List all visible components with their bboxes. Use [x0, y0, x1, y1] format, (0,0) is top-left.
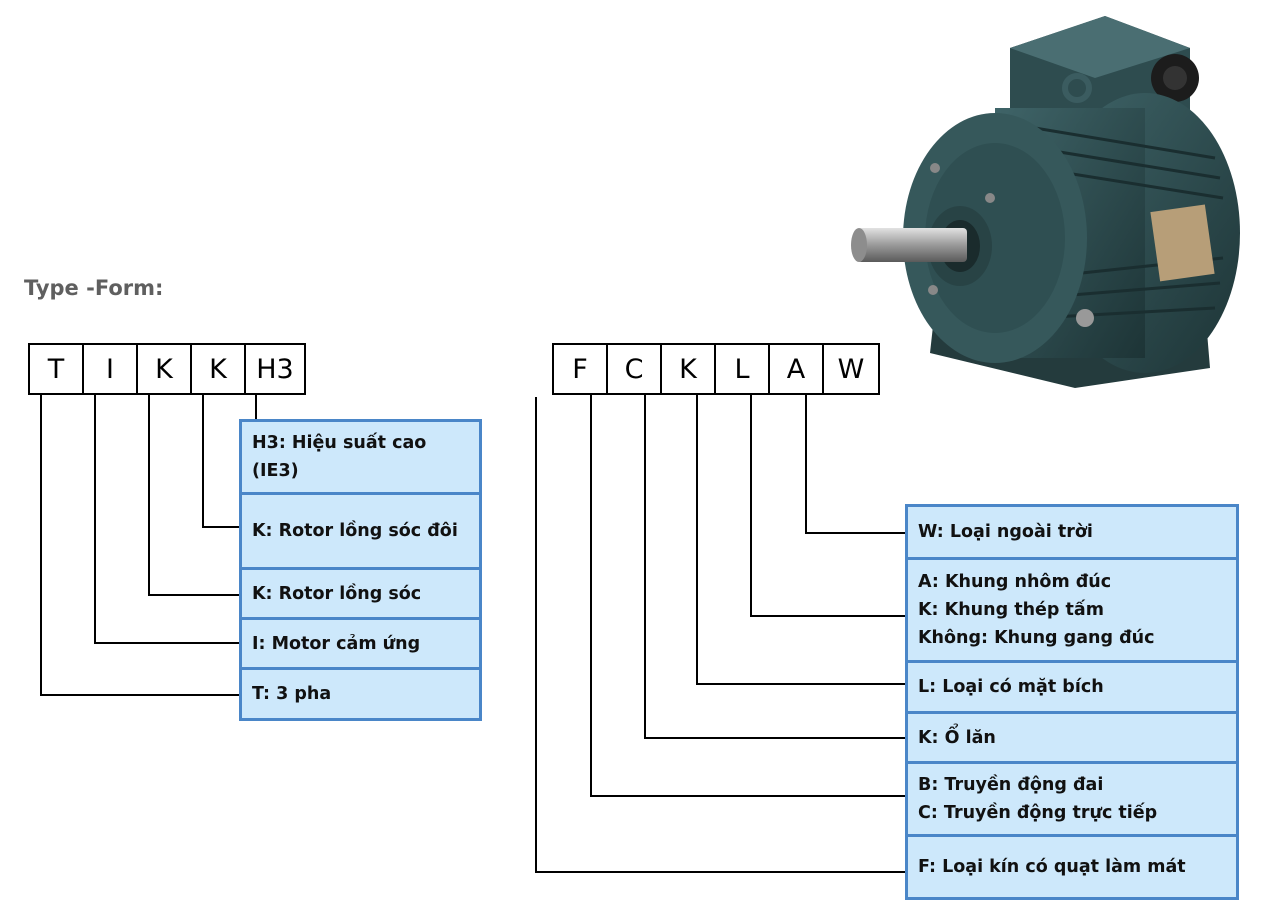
desc-k-double-cage-text: K: Rotor lồng sóc đôi	[252, 521, 458, 541]
code-letter-w: W	[822, 343, 880, 395]
page-title: Type -Form:	[24, 276, 164, 300]
connector-k2	[202, 395, 241, 528]
connector-w	[805, 395, 907, 534]
connector-l	[696, 395, 907, 685]
desc-bc-drive-text: B: Truyền động đai C: Truyền động trực t…	[918, 775, 1158, 823]
connector-i	[94, 395, 241, 644]
desc-i-induction-text: I: Motor cảm ứng	[252, 633, 421, 654]
connector-a	[750, 395, 907, 617]
desc-h3-text: H3: Hiệu suất cao (IE3)	[252, 433, 427, 481]
desc-f-enclosed: F: Loại kín có quạt làm mát	[905, 834, 1239, 900]
code-letter-h3: H3	[244, 343, 306, 395]
desc-k-cage: K: Rotor lồng sóc	[239, 567, 482, 620]
connector-c	[590, 395, 907, 797]
code-letter-c: C	[606, 343, 662, 395]
desc-a-frame-text: A: Khung nhôm đúc K: Khung thép tấm Khôn…	[918, 572, 1155, 648]
desc-bc-drive: B: Truyền động đai C: Truyền động trực t…	[905, 761, 1239, 837]
code-letter-k3: K	[660, 343, 716, 395]
desc-l-flange: L: Loại có mặt bích	[905, 660, 1239, 714]
code-letter-t: T	[28, 343, 84, 395]
desc-t-3phase: T: 3 pha	[239, 667, 482, 721]
desc-t-3phase-text: T: 3 pha	[252, 684, 332, 704]
desc-a-frame: A: Khung nhôm đúc K: Khung thép tấm Khôn…	[905, 557, 1239, 663]
desc-k-double-cage: K: Rotor lồng sóc đôi	[239, 492, 482, 570]
connector-k3	[644, 395, 907, 739]
desc-k-cage-text: K: Rotor lồng sóc	[252, 583, 422, 604]
desc-k-bearing: K: Ổ lăn	[905, 711, 1239, 764]
desc-l-flange-text: L: Loại có mặt bích	[918, 677, 1104, 697]
electric-motor-image	[851, 16, 1240, 388]
desc-w-outdoor: W: Loại ngoài trời	[905, 504, 1239, 560]
code-letter-l: L	[714, 343, 770, 395]
desc-f-enclosed-text: F: Loại kín có quạt làm mát	[918, 857, 1186, 877]
connector-f	[535, 397, 907, 873]
desc-i-induction: I: Motor cảm ứng	[239, 617, 482, 670]
desc-w-outdoor-text: W: Loại ngoài trời	[918, 522, 1093, 542]
desc-k-bearing-text: K: Ổ lăn	[918, 727, 996, 748]
connector-k1	[148, 395, 241, 596]
code-letter-k1: K	[136, 343, 192, 395]
connector-t	[40, 395, 241, 696]
desc-h3: H3: Hiệu suất cao (IE3)	[239, 419, 482, 495]
